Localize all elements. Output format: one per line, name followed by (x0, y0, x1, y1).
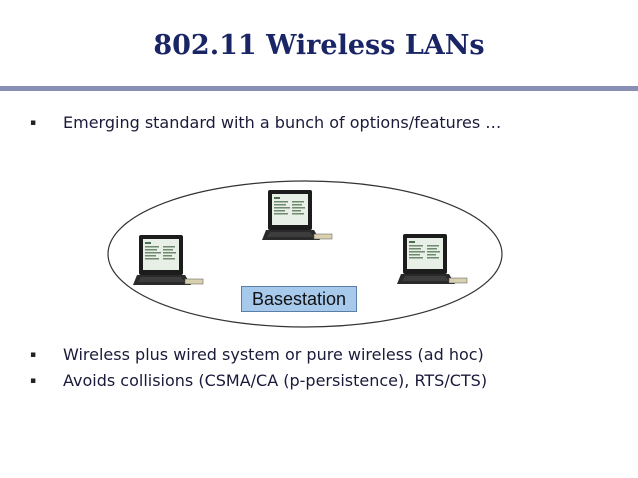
bullet-marker: ▪ (30, 350, 37, 360)
bullet-marker: ▪ (30, 118, 37, 128)
bullet-text: Emerging standard with a bunch of option… (63, 113, 502, 132)
bullet-text: Avoids collisions (CSMA/CA (p-persistenc… (63, 371, 488, 390)
title-divider (0, 86, 638, 91)
bullet-text: Wireless plus wired system or pure wirel… (63, 345, 484, 364)
basestation-label: Basestation (241, 286, 357, 312)
laptop-icon-left (132, 234, 204, 286)
laptop-icon-top (261, 189, 333, 241)
coverage-ellipse (107, 180, 503, 328)
slide-title: 802.11 Wireless LANs (153, 30, 485, 61)
bullet-marker: ▪ (30, 376, 37, 386)
laptop-icon-right (396, 233, 468, 285)
